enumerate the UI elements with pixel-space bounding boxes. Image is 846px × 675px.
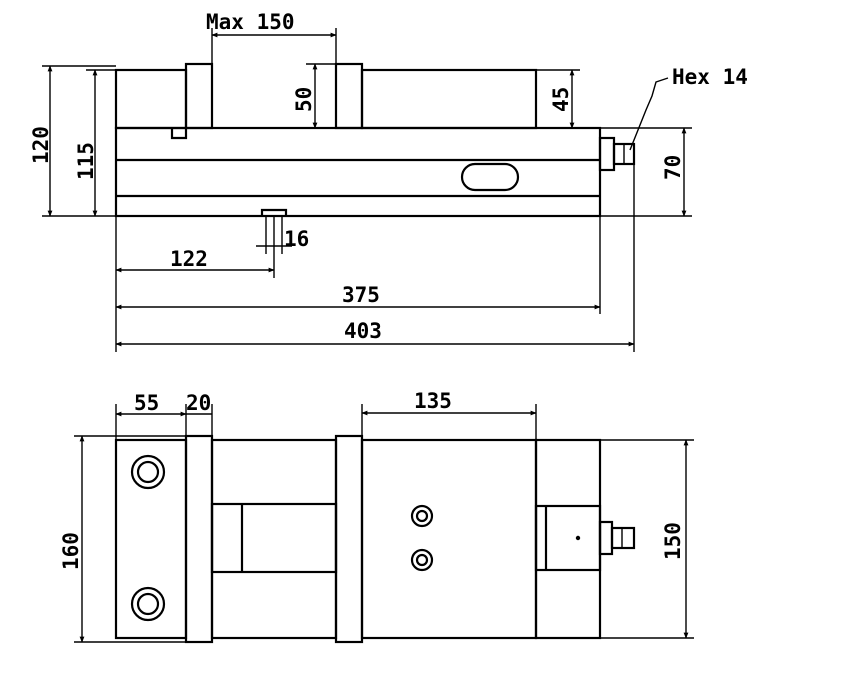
bolt-hole-bottom-inner: [136, 592, 160, 616]
fixed-jaw-side: [114, 68, 188, 130]
label-135: 135: [414, 389, 452, 413]
label-50: 50: [292, 87, 316, 112]
label-70: 70: [661, 155, 685, 180]
label-max-150: Max 150: [206, 10, 295, 34]
side-view-dimensions: Max 150 120 115 50 45 Hex 14 70 16: [29, 10, 748, 352]
label-45: 45: [549, 87, 573, 112]
bolt-hole-top-inner: [136, 460, 160, 484]
label-375: 375: [342, 283, 380, 307]
hex-nut-top: [598, 520, 614, 556]
label-115: 115: [74, 142, 98, 180]
moving-jaw-plate-top: [334, 434, 364, 644]
moving-jaw-body: [360, 68, 538, 130]
center-point: [575, 535, 581, 541]
fixed-jaw-plate: [184, 62, 214, 130]
label-150: 150: [661, 522, 685, 560]
label-120: 120: [29, 126, 53, 164]
inner-slot-top: [210, 502, 338, 574]
fixed-jaw-top: [114, 438, 188, 640]
label-55: 55: [134, 391, 159, 415]
label-160: 160: [59, 532, 83, 570]
bolt-hole-top: [130, 454, 166, 490]
jaw-notch: [170, 128, 188, 140]
base-slot: [460, 162, 520, 192]
label-20: 20: [186, 391, 211, 415]
vise-base-side: [114, 126, 602, 218]
screw-head-lower-inner: [415, 553, 429, 567]
screw-head-upper-inner: [415, 509, 429, 523]
label-122: 122: [170, 247, 208, 271]
label-16: 16: [284, 227, 309, 251]
fixed-jaw-plate-top: [184, 434, 214, 644]
key-tenon: [260, 208, 288, 216]
side-view: [114, 62, 636, 218]
bolt-hole-bottom: [130, 586, 166, 622]
label-403: 403: [344, 319, 382, 343]
hex-nut-end-top: [610, 526, 636, 550]
top-view-dimensions: 55 20 135 160 150: [59, 389, 694, 643]
body-frame-top: [210, 438, 338, 640]
label-hex-14: Hex 14: [672, 65, 748, 89]
hex-14-leader: [629, 77, 669, 151]
hex-nut: [598, 136, 616, 172]
moving-jaw-body-top: [360, 438, 538, 640]
moving-jaw-plate: [334, 62, 364, 130]
screw-head-upper: [410, 504, 434, 528]
screw-head-lower: [410, 548, 434, 572]
top-view: [114, 434, 636, 644]
